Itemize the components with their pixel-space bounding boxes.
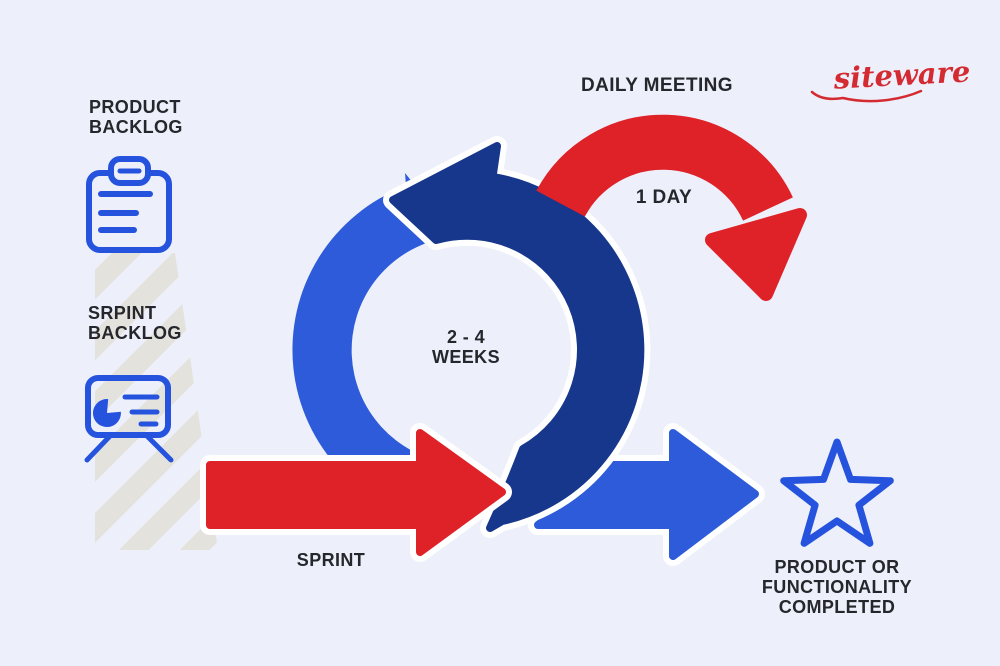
sprint-backlog-line1: SRPINT <box>88 303 157 323</box>
clipboard-icon <box>86 156 172 253</box>
daily-meeting-arc <box>536 114 807 301</box>
presentation-board-icon <box>84 375 174 463</box>
output-arrow <box>528 423 765 566</box>
product-backlog-line2: BACKLOG <box>89 117 183 137</box>
one-day-label: 1 DAY <box>635 187 693 208</box>
sprint-duration-label: 2 - 4 WEEKS <box>396 327 536 367</box>
sprint-cycle-arc-light <box>292 173 450 523</box>
completed-label: PRODUCT OR FUNCTIONALITY COMPLETED <box>727 557 947 617</box>
completed-line1: PRODUCT OR <box>774 557 900 577</box>
daily-meeting-label: DAILY MEETING <box>581 75 733 96</box>
product-backlog-label: PRODUCT BACKLOG <box>89 97 183 137</box>
product-backlog-line1: PRODUCT <box>89 97 181 117</box>
sprint-duration-line1: 2 - 4 <box>446 327 486 347</box>
completed-line2: FUNCTIONALITY <box>761 577 913 597</box>
logo-underline-swash <box>810 89 923 103</box>
sprint-backlog-label: SRPINT BACKLOG <box>88 303 182 343</box>
star-icon <box>780 438 894 547</box>
sprint-cycle-arc-dark <box>383 136 651 538</box>
sprint-backlog-line2: BACKLOG <box>88 323 182 343</box>
stripes-pattern <box>95 253 218 550</box>
sprint-arrow <box>200 423 512 562</box>
sprint-duration-line2: WEEKS <box>431 347 500 367</box>
sprint-label: SPRINT <box>296 550 366 570</box>
completed-line3: COMPLETED <box>778 597 896 617</box>
